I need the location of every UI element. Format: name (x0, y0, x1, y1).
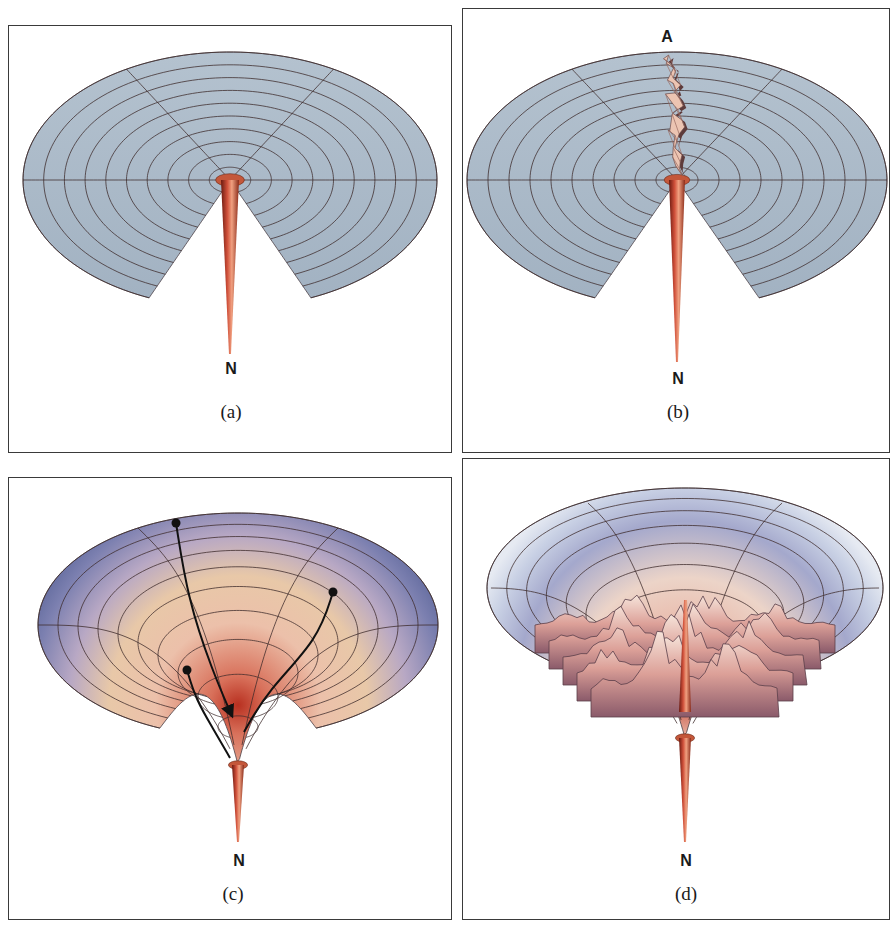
ridge (664, 55, 685, 176)
panel-label: (c) (222, 884, 243, 903)
native-well (669, 180, 685, 362)
landscape (487, 488, 883, 842)
landscape-surface (487, 488, 883, 735)
state-label: N (680, 853, 692, 869)
radial-line (138, 528, 234, 745)
folding-trajectory (244, 592, 333, 732)
contour-ring (138, 587, 338, 695)
ridge-facet (670, 131, 677, 141)
native-well (679, 738, 691, 842)
contour-ring (78, 537, 398, 709)
ridge-facet (676, 93, 683, 106)
panel-label: (d) (675, 884, 697, 903)
contour-ring (58, 524, 418, 718)
contour-ring (38, 513, 438, 728)
panel-frame: A N (b) (462, 8, 890, 453)
state-label: A (661, 29, 673, 45)
native-well (232, 765, 244, 842)
folding-trajectory (176, 523, 232, 716)
radial-line (38, 625, 230, 749)
ridge-facet (666, 63, 673, 78)
radial-line (23, 180, 222, 181)
ridge-facet (664, 59, 671, 64)
ridge-facet (675, 107, 682, 120)
ridge-facet (667, 80, 674, 92)
radial-line (127, 69, 226, 175)
panel-frame: N (a) (8, 25, 452, 453)
radial-line (234, 69, 333, 175)
panel-label: (b) (667, 402, 689, 421)
folding-trajectory (187, 670, 230, 758)
landscape-surface (38, 513, 438, 762)
landscape (467, 52, 887, 362)
contour-ring (118, 567, 358, 696)
radial-line (572, 69, 673, 175)
panel-frame: N (d) (462, 458, 890, 920)
radial-line (685, 180, 887, 181)
ridge-facet (672, 114, 679, 134)
panel-label: (a) (220, 402, 241, 421)
state-label: N (225, 361, 237, 377)
start-dot (183, 666, 192, 675)
ridge-facet (673, 148, 680, 162)
central-peak (679, 600, 691, 712)
ridge-facet (674, 68, 681, 85)
radial-line (238, 180, 437, 181)
radial-line (242, 528, 338, 745)
native-well (221, 180, 239, 354)
contour-ring (158, 610, 318, 696)
state-label: N (233, 853, 245, 869)
radial-line (681, 69, 782, 175)
landscape (38, 513, 438, 842)
ridge-facet (676, 166, 683, 176)
ridge-facet (675, 135, 682, 155)
ridge-facet (665, 94, 672, 113)
start-dot (329, 588, 338, 597)
contour-ring (98, 550, 378, 701)
panel-frame: N (c) (8, 477, 452, 920)
state-label: N (672, 371, 684, 387)
radial-line (467, 180, 669, 181)
landscape (23, 52, 437, 354)
start-dot (172, 519, 181, 528)
